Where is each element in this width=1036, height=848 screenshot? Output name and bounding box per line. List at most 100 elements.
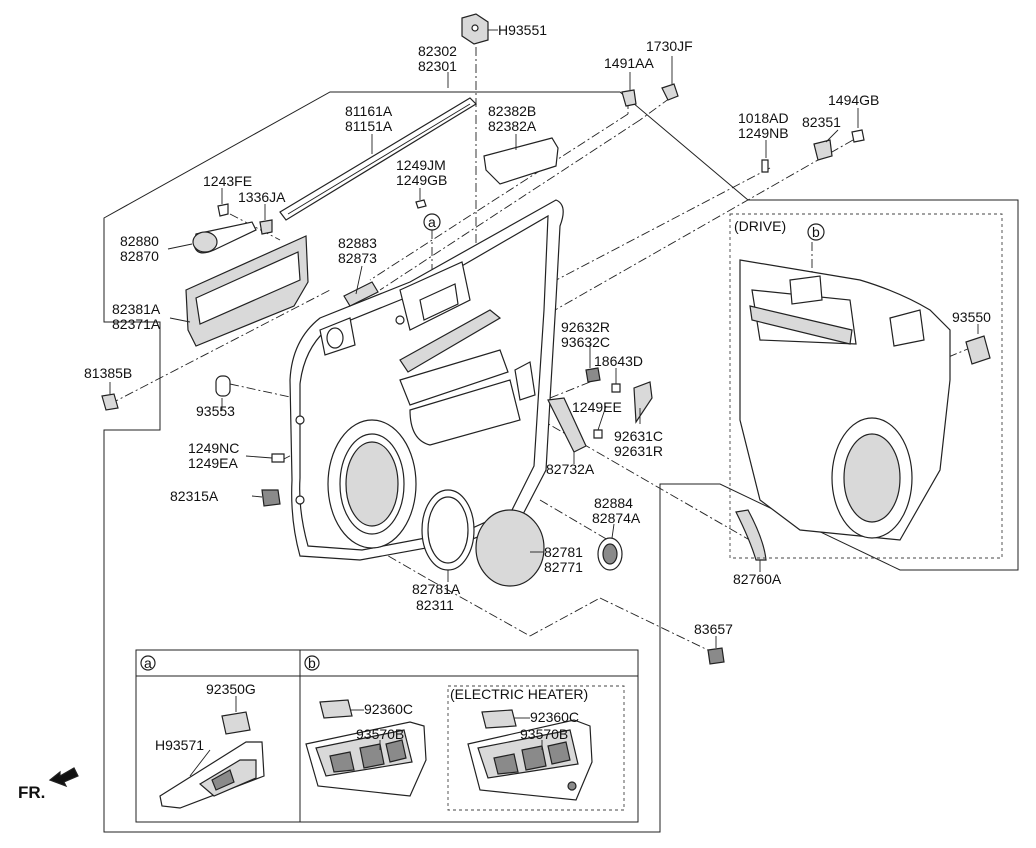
lamp-92631c bbox=[633, 381, 653, 424]
part-labels: H93551 82302 82301 1491AA 1730JF 81161A … bbox=[84, 22, 991, 637]
label-82382a: 82382A bbox=[488, 118, 537, 134]
front-direction-indicator: FR. bbox=[18, 767, 79, 802]
label-1249jm: 1249JM bbox=[396, 157, 446, 173]
callout-a-letter: a bbox=[428, 214, 436, 230]
bulb-18643d bbox=[611, 383, 621, 393]
speaker-grille-82781 bbox=[475, 509, 545, 587]
bracket-82732a bbox=[547, 397, 587, 453]
label-83657: 83657 bbox=[694, 621, 733, 637]
screw-1249jm bbox=[415, 199, 427, 209]
drive-inset bbox=[729, 213, 1003, 559]
label-82781a: 82781A bbox=[412, 581, 461, 597]
screw-1018ad bbox=[761, 159, 769, 173]
label-81161a: 81161A bbox=[345, 103, 393, 119]
label-drive: (DRIVE) bbox=[734, 218, 786, 234]
inset-b-letter: b bbox=[308, 655, 316, 671]
label-82381a: 82381A bbox=[112, 301, 161, 317]
label-81151a: 81151A bbox=[345, 118, 393, 134]
label-82382b: 82382B bbox=[488, 103, 536, 119]
label-82880: 82880 bbox=[120, 233, 159, 249]
clip-1336ja bbox=[259, 219, 273, 235]
screw-1249ee bbox=[593, 429, 603, 439]
label-1243fe: 1243FE bbox=[203, 173, 252, 189]
main-view-boundary bbox=[103, 91, 1019, 833]
label-82732a: 82732A bbox=[546, 461, 595, 477]
garnish-82382b bbox=[483, 137, 559, 185]
label-1494gb: 1494GB bbox=[828, 92, 879, 108]
label-93570b-a: 93570B bbox=[356, 726, 404, 742]
label-1249ea: 1249EA bbox=[188, 455, 238, 471]
bezel-82883 bbox=[343, 281, 379, 307]
label-1730jf: 1730JF bbox=[646, 38, 693, 54]
cover-92350g bbox=[221, 711, 251, 735]
switch-inset-table: a b 92350G H93571 92360C 93570B (ELECTRI… bbox=[135, 649, 639, 823]
cover-92360c-a bbox=[319, 699, 353, 719]
label-82873: 82873 bbox=[338, 250, 377, 266]
label-92360c-b: 92360C bbox=[530, 709, 579, 725]
label-82311: 82311 bbox=[416, 597, 454, 613]
label-82351: 82351 bbox=[802, 114, 841, 130]
label-93553: 93553 bbox=[196, 403, 235, 419]
label-82315a: 82315A bbox=[170, 488, 219, 504]
callout-b-letter: b bbox=[812, 224, 820, 240]
trim-82760a bbox=[735, 509, 767, 561]
label-1249ee: 1249EE bbox=[572, 399, 622, 415]
front-label: FR. bbox=[18, 783, 45, 802]
label-1249nb: 1249NB bbox=[738, 125, 789, 141]
inset-a-marker bbox=[140, 655, 156, 671]
pad-93553 bbox=[215, 375, 231, 397]
label-82301: 82301 bbox=[418, 58, 457, 74]
label-81385b: 81385B bbox=[84, 365, 132, 381]
label-h93571: H93571 bbox=[155, 737, 204, 753]
label-1249gb: 1249GB bbox=[396, 172, 447, 188]
clip-1730jf bbox=[661, 83, 679, 101]
leader-lines bbox=[109, 29, 979, 648]
label-1491aa: 1491AA bbox=[604, 55, 654, 71]
lower-parts bbox=[101, 367, 767, 665]
clip-83657 bbox=[707, 647, 725, 665]
label-92360c-a: 92360C bbox=[364, 701, 413, 717]
label-92632r: 92632R bbox=[561, 319, 610, 335]
door-trim-panel bbox=[289, 199, 564, 561]
tweeter-82884 bbox=[602, 543, 618, 565]
clip-1494gb bbox=[851, 129, 865, 143]
switch-panel-h93571 bbox=[159, 741, 265, 809]
label-1249nc: 1249NC bbox=[188, 440, 239, 456]
bolt-92632r bbox=[585, 367, 601, 383]
label-93632c: 93632C bbox=[561, 334, 610, 350]
label-93570b-b: 93570B bbox=[520, 726, 568, 742]
label-82771: 82771 bbox=[544, 559, 583, 575]
label-82870: 82870 bbox=[120, 248, 159, 264]
pad-93550 bbox=[965, 335, 991, 365]
screw-1249nc bbox=[271, 453, 285, 463]
label-93550: 93550 bbox=[952, 309, 991, 325]
clip-81385b bbox=[101, 393, 119, 411]
label-82760a: 82760A bbox=[733, 571, 782, 587]
label-electric-heater: (ELECTRIC HEATER) bbox=[450, 686, 588, 702]
front-arrow-icon bbox=[48, 767, 79, 788]
label-82884: 82884 bbox=[594, 495, 633, 511]
label-92631c: 92631C bbox=[614, 428, 663, 444]
label-82883: 82883 bbox=[338, 235, 377, 251]
callout-a-marker bbox=[423, 213, 441, 231]
label-82781: 82781 bbox=[544, 544, 583, 560]
label-h93551: H93551 bbox=[498, 22, 547, 38]
inset-a-letter: a bbox=[144, 655, 152, 671]
label-1336ja: 1336JA bbox=[238, 189, 286, 205]
callout-b-marker bbox=[807, 223, 825, 241]
screw-1243fe bbox=[217, 203, 229, 217]
label-82874a: 82874A bbox=[592, 510, 641, 526]
bracket-82351 bbox=[813, 139, 833, 161]
label-92350g: 92350G bbox=[206, 681, 256, 697]
label-1018ad: 1018AD bbox=[738, 110, 789, 126]
upper-parts bbox=[185, 13, 865, 347]
armrest-pad bbox=[399, 309, 502, 373]
label-82302: 82302 bbox=[418, 43, 457, 59]
clip-1491aa bbox=[621, 89, 637, 107]
label-18643d: 18643D bbox=[594, 353, 643, 369]
label-82371a: 82371A bbox=[112, 316, 161, 332]
cover-92360c-b bbox=[481, 709, 517, 729]
grommet-82315a bbox=[261, 489, 281, 507]
inset-b-marker bbox=[304, 655, 320, 671]
